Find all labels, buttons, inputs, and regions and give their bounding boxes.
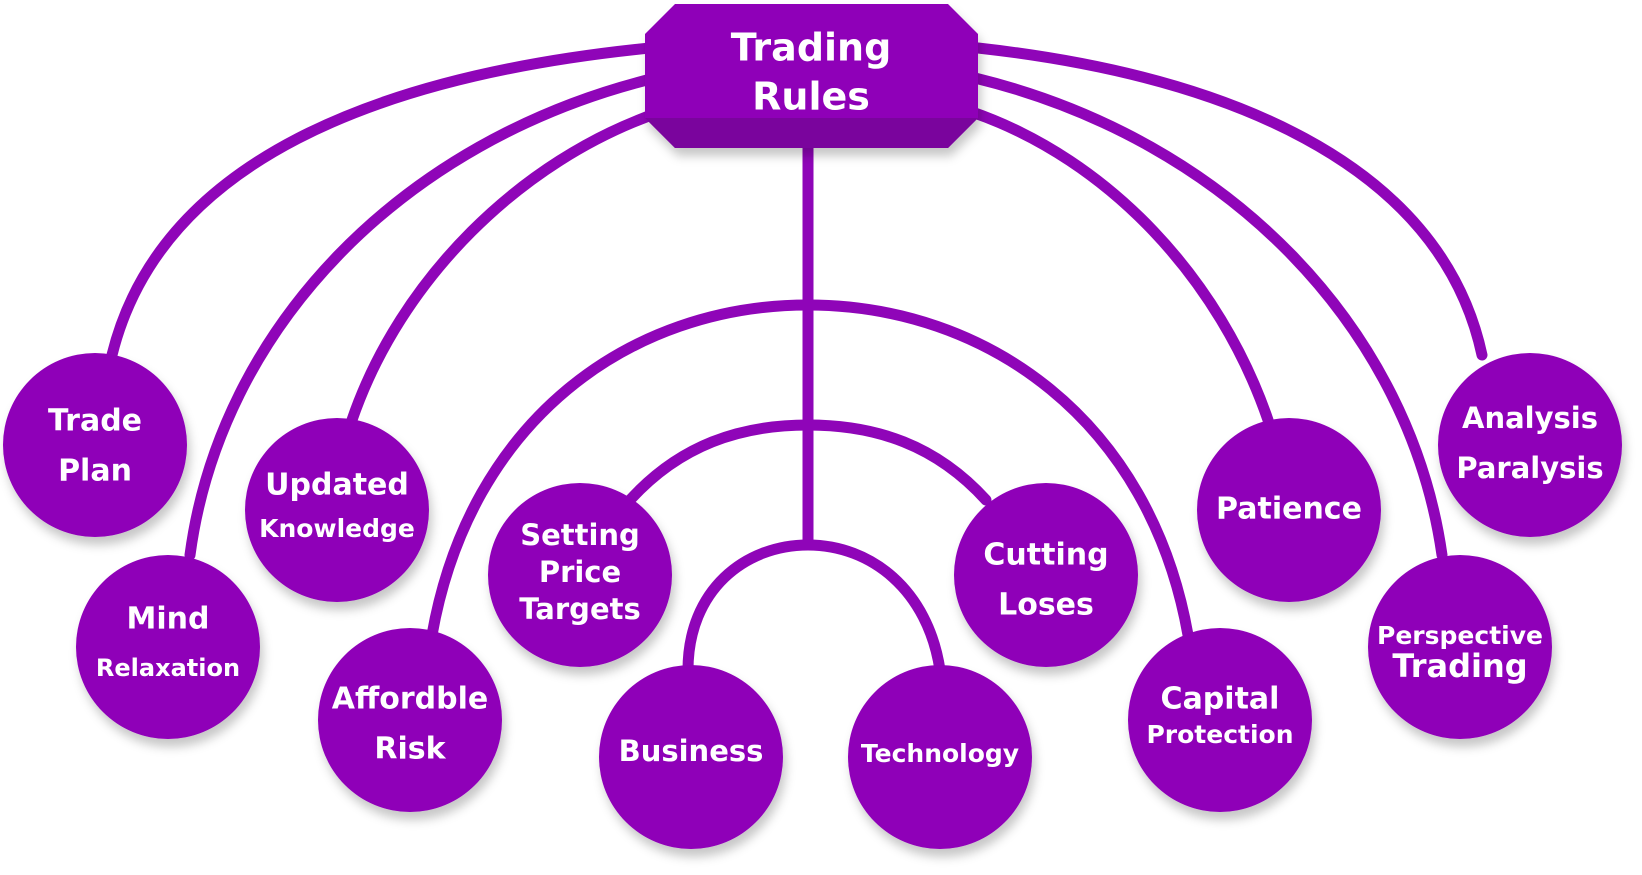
connector-mind-relaxation bbox=[184, 72, 661, 561]
node-setting-price-targets: Setting Price Targets bbox=[488, 483, 672, 667]
connector-perspective-trading bbox=[969, 72, 1448, 561]
node-circle bbox=[1438, 353, 1622, 537]
connectors bbox=[106, 42, 1488, 676]
root-title-line1: Trading bbox=[731, 26, 892, 70]
node-circle bbox=[599, 665, 783, 849]
node-label: Patience bbox=[1216, 492, 1362, 527]
node-label: Business bbox=[619, 734, 764, 768]
node-mind-relaxation: Mind Relaxation bbox=[76, 555, 260, 739]
node-label: Perspective bbox=[1377, 621, 1543, 650]
root-title-line2: Rules bbox=[752, 75, 870, 119]
node-analysis-paralysis: Analysis Paralysis bbox=[1438, 353, 1622, 537]
node-trade-plan: Trade Plan bbox=[3, 353, 187, 537]
node-label: Affordble bbox=[332, 682, 489, 717]
node-label: Protection bbox=[1146, 720, 1293, 749]
node-label: Cutting bbox=[983, 538, 1108, 573]
node-label: Relaxation bbox=[96, 654, 240, 682]
node-label: Targets bbox=[519, 592, 640, 626]
node-circle bbox=[318, 628, 502, 812]
node-business: Business bbox=[599, 665, 783, 849]
node-label: Setting bbox=[520, 518, 640, 552]
node-circle bbox=[1368, 555, 1552, 739]
node-patience: Patience bbox=[1197, 418, 1381, 602]
node-circle bbox=[848, 665, 1032, 849]
node-technology: Technology bbox=[848, 665, 1032, 849]
connector-bottom-arc bbox=[682, 539, 946, 676]
node-label: Loses bbox=[998, 588, 1094, 623]
connector-trade-plan bbox=[106, 42, 656, 361]
node-circle bbox=[245, 418, 429, 602]
node-capital-protection: Capital Protection bbox=[1128, 628, 1312, 812]
node-circle bbox=[488, 483, 672, 667]
node-affordable-risk: Affordble Risk bbox=[318, 628, 502, 812]
node-label: Price bbox=[539, 555, 621, 589]
node-label: Knowledge bbox=[259, 514, 415, 543]
node-updated-knowledge: Updated Knowledge bbox=[245, 418, 429, 602]
node-label: Updated bbox=[265, 468, 409, 503]
root-box-bevel bbox=[645, 118, 978, 148]
node-label: Risk bbox=[374, 732, 446, 767]
node-label: Technology bbox=[861, 739, 1019, 768]
connector-updated-knowledge bbox=[346, 106, 666, 426]
node-label: Plan bbox=[58, 454, 132, 489]
node-circle bbox=[954, 483, 1138, 667]
node-circle bbox=[76, 555, 260, 739]
node-perspective-trading: Perspective Trading bbox=[1368, 555, 1552, 739]
node-circle bbox=[1128, 628, 1312, 812]
node-label: Capital bbox=[1161, 682, 1280, 717]
node-label: Trading bbox=[1392, 647, 1527, 685]
node-label: Analysis bbox=[1462, 401, 1598, 435]
connector-patience bbox=[966, 106, 1274, 426]
root-node: Trading Rules bbox=[645, 4, 978, 148]
node-circle bbox=[3, 353, 187, 537]
node-label: Mind bbox=[127, 602, 210, 637]
node-label: Trade bbox=[48, 404, 142, 439]
node-label: Paralysis bbox=[1456, 451, 1603, 485]
node-circle bbox=[1197, 418, 1381, 602]
node-cutting-loses: Cutting Loses bbox=[954, 483, 1138, 667]
root-box bbox=[645, 4, 978, 148]
connector-analysis-paralysis bbox=[972, 42, 1488, 361]
